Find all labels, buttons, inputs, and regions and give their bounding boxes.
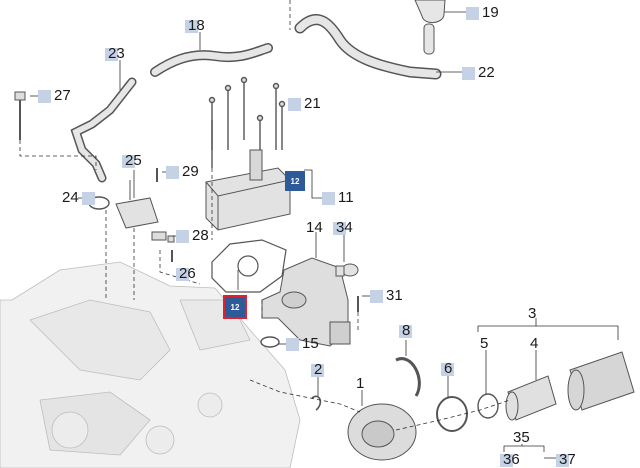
callout-14: 14 <box>306 220 323 236</box>
callout-37: 37 <box>556 452 576 468</box>
callout-26: 26 <box>176 266 196 282</box>
callout-4: 4 <box>530 336 538 352</box>
seal-6 <box>436 396 468 432</box>
callout-tag <box>81 191 95 205</box>
o-ring-5 <box>477 393 499 419</box>
callout-21: 21 <box>288 96 321 112</box>
gasket-12 <box>211 239 287 293</box>
callout-3: 3 <box>528 306 536 322</box>
callout-tag <box>185 19 198 33</box>
coolant-hose-22 <box>294 14 442 80</box>
callout-tag <box>105 47 118 61</box>
connector-19 <box>414 0 446 55</box>
callout-27: 27 <box>38 88 71 104</box>
callout-number: 5 <box>480 335 489 352</box>
bracket-25 <box>115 180 159 229</box>
callout-number: 35 <box>513 429 530 446</box>
callout-number: 23 <box>108 45 125 62</box>
callout-35: 35 <box>513 430 530 446</box>
coolant-hose-18 <box>150 43 273 77</box>
callout-number: 36 <box>503 451 520 468</box>
callout-24: 24 <box>62 190 95 206</box>
callout-number: 14 <box>306 219 323 236</box>
callout-tag <box>286 337 299 351</box>
callout-34: 34 <box>333 220 353 236</box>
callout-1: 1 <box>356 376 364 392</box>
callout-number: 1 <box>356 375 365 392</box>
callout-number: 21 <box>304 95 321 112</box>
callout-tag <box>122 154 135 168</box>
callout-number: 22 <box>478 64 495 81</box>
callout-number: 15 <box>302 335 319 352</box>
callout-23: 23 <box>105 46 125 62</box>
callout-number: 19 <box>482 4 499 21</box>
callout-22: 22 <box>462 65 495 81</box>
clip-2 <box>311 395 322 411</box>
o-ring-15 <box>260 336 280 348</box>
callout-15: 15 <box>286 336 319 352</box>
callout-tag <box>370 289 383 303</box>
callout-tag <box>462 66 475 80</box>
clamp-8 <box>395 357 421 397</box>
callout-11: 11 <box>322 190 354 206</box>
callout-number: 8 <box>402 322 411 339</box>
filter-element-4 <box>505 375 557 421</box>
callout-number: 18 <box>188 17 205 34</box>
callout-tag <box>556 453 569 467</box>
callout-tag <box>333 221 346 235</box>
callout-number: 34 <box>336 219 353 236</box>
sensor-34 <box>335 263 359 277</box>
callout-number: 3 <box>528 305 537 322</box>
clip-28 <box>151 231 175 243</box>
callout-tag <box>322 191 335 205</box>
info-badge[interactable]: 12 <box>285 171 305 191</box>
callout-number: 4 <box>530 335 539 352</box>
callout-29: 29 <box>166 164 199 180</box>
callout-tag <box>441 362 454 376</box>
callout-number: 29 <box>182 163 199 180</box>
callout-18: 18 <box>185 18 205 34</box>
callout-tag <box>288 97 301 111</box>
callout-number: 2 <box>314 361 323 378</box>
callout-number: 24 <box>62 189 79 206</box>
callout-2: 2 <box>311 361 324 378</box>
callout-6: 6 <box>441 360 454 377</box>
oil-pump-1 <box>347 403 417 461</box>
callout-36: 36 <box>500 452 520 468</box>
callout-tag <box>38 89 51 103</box>
callout-5: 5 <box>480 336 488 352</box>
callout-19: 19 <box>466 5 499 21</box>
callout-tag <box>466 6 479 20</box>
oil-filter-housing-14 <box>261 257 351 347</box>
callout-31: 31 <box>370 288 403 304</box>
callout-number: 31 <box>386 287 403 304</box>
bolt-27 <box>14 91 26 140</box>
callout-number: 11 <box>338 189 354 206</box>
callout-tag <box>176 267 189 281</box>
callout-25: 25 <box>122 153 142 169</box>
callout-tag <box>166 165 179 179</box>
callout-number: 28 <box>192 227 209 244</box>
callout-number: 26 <box>179 265 196 282</box>
oil-cooler-11 <box>205 149 291 231</box>
callout-tag <box>500 453 513 467</box>
bolts-21 <box>208 76 286 170</box>
callout-tag <box>399 324 412 338</box>
callout-tag <box>311 363 324 377</box>
callout-number: 27 <box>54 87 71 104</box>
callout-number: 6 <box>444 360 453 377</box>
filter-cap-3 <box>567 351 635 411</box>
callout-number: 25 <box>125 152 142 169</box>
dashed-lines <box>19 0 511 431</box>
callout-8: 8 <box>399 322 412 339</box>
callout-28: 28 <box>176 228 209 244</box>
callout-tag <box>176 229 189 243</box>
engine-block <box>0 261 301 468</box>
info-badge-highlighted[interactable]: 12 <box>223 295 247 319</box>
callout-number: 37 <box>559 451 576 468</box>
